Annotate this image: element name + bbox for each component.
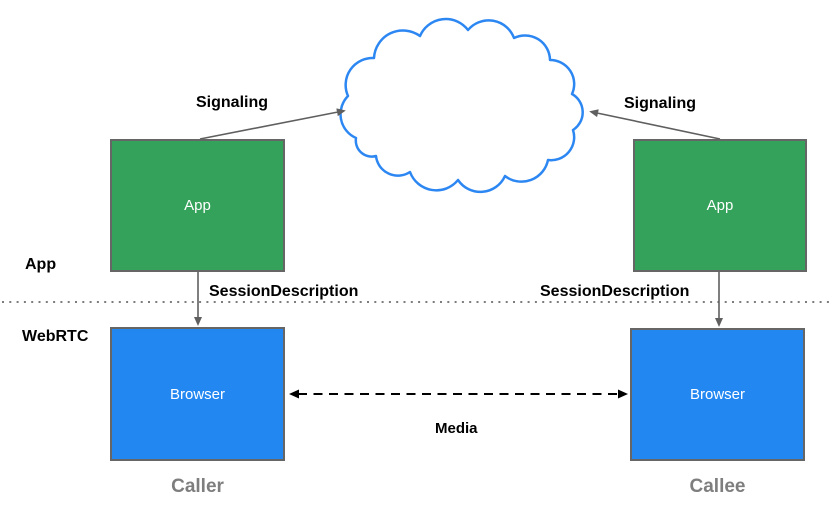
app-box-caller: App (110, 139, 285, 272)
layer-label-webrtc: WebRTC (22, 328, 89, 345)
app-box-callee: App (633, 139, 807, 272)
browser-box-callee-label: Browser (689, 386, 745, 403)
app-box-caller-label: App (184, 197, 211, 214)
media-label: Media (435, 420, 478, 437)
signaling-arrow-right (589, 109, 721, 140)
signaling-label-right: Signaling (624, 95, 696, 112)
session-description-label-right: SessionDescription (540, 283, 690, 300)
browser-box-caller: Browser (110, 327, 285, 461)
caller-label: Caller (171, 476, 224, 497)
signaling-label-left: Signaling (196, 94, 268, 111)
callee-label: Callee (689, 476, 746, 497)
signaling-cloud-icon (339, 17, 584, 194)
signaling-arrow-left (199, 108, 346, 140)
session-description-label-left: SessionDescription (209, 283, 359, 300)
browser-box-caller-label: Browser (169, 385, 225, 403)
browser-box-callee: Browser (630, 328, 805, 461)
layer-label-app: App (25, 256, 57, 273)
app-box-callee-label: App (706, 197, 734, 214)
